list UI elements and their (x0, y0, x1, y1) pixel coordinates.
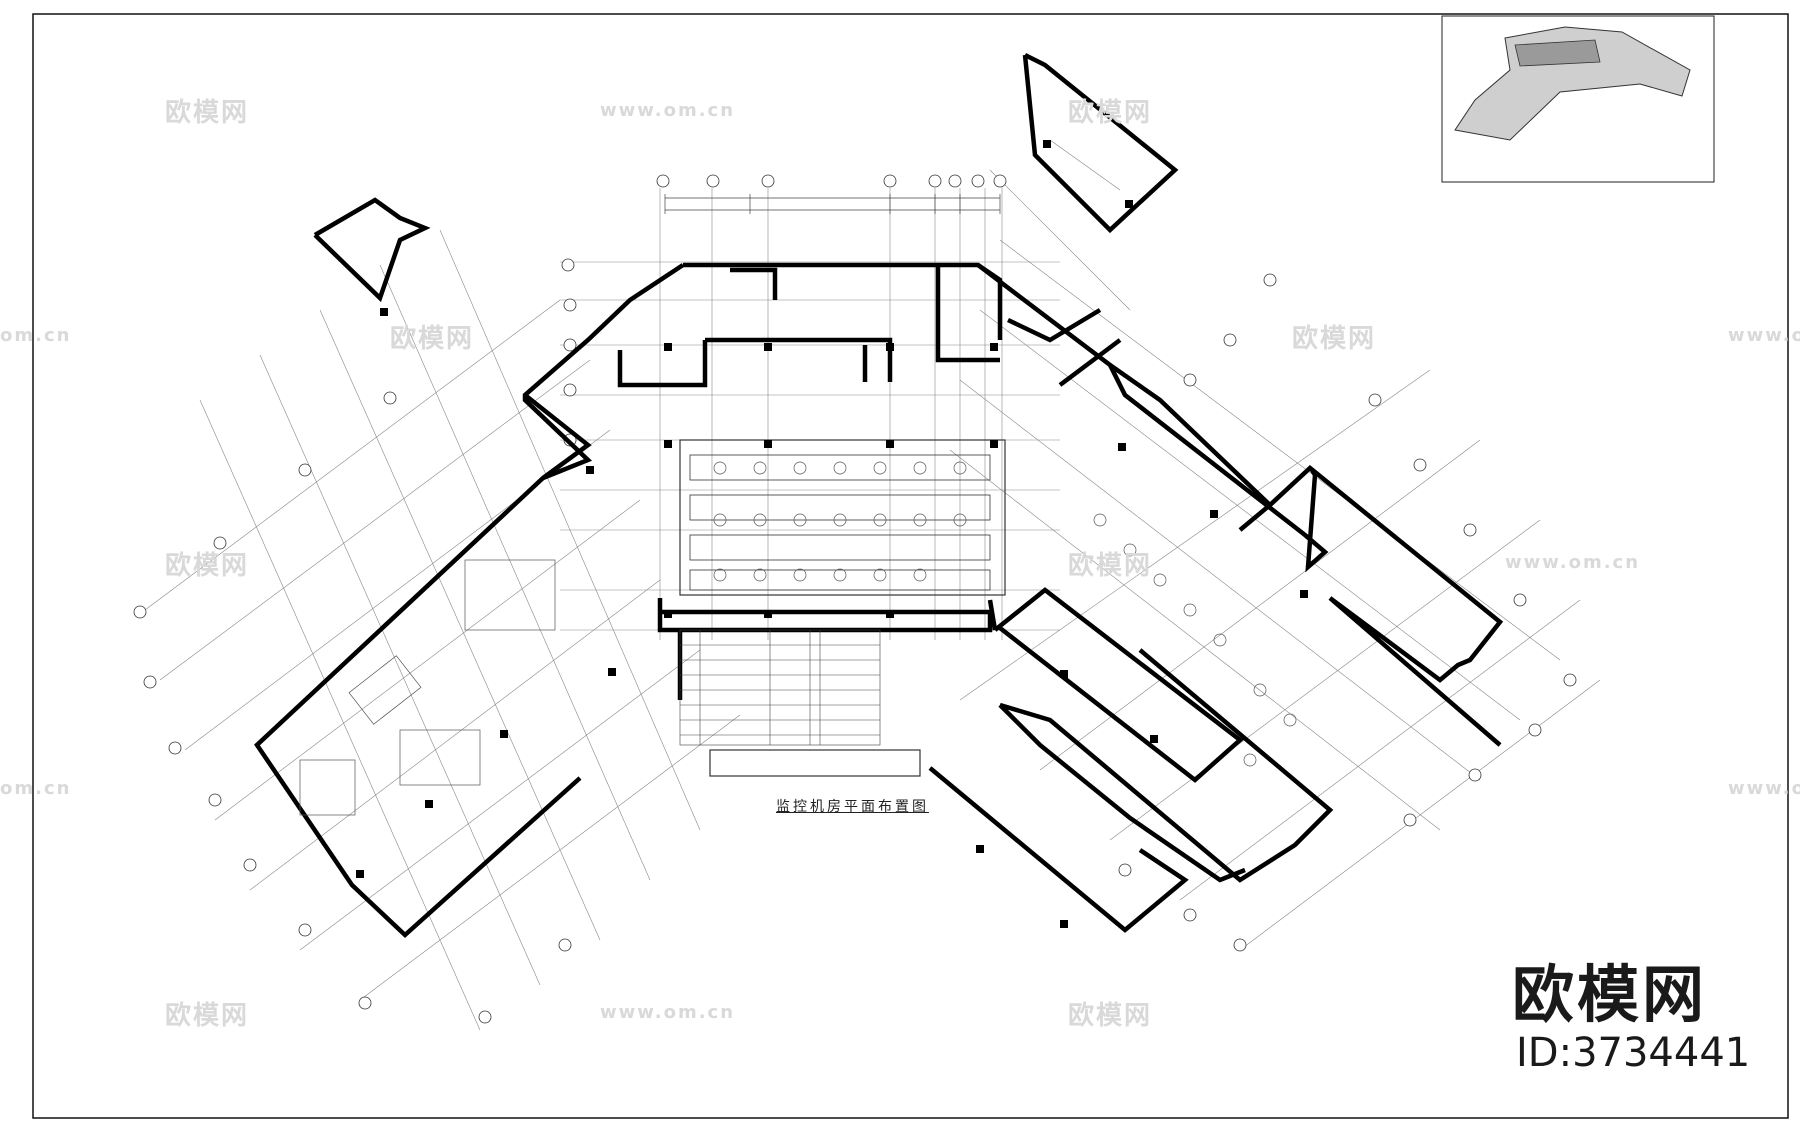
watermark-url: www.om.cn (1505, 552, 1641, 573)
watermark-logo: 欧模网 (390, 324, 475, 354)
watermark-logo: 欧模网 (165, 1001, 250, 1031)
watermark-logo: 欧模网 (1068, 551, 1153, 581)
watermark-url: www.om.cn (600, 100, 736, 121)
watermark-logo: 欧模网 (1292, 324, 1377, 354)
building-walls (254, 52, 1504, 939)
column-markers (356, 140, 1308, 928)
sheet-border (32, 13, 1789, 1119)
watermark-url: www.om.cn (600, 1002, 736, 1023)
axis-bubbles (133, 174, 1577, 1024)
watermark-logo: 欧模网 (1068, 1001, 1153, 1031)
watermark-logo: 欧模网 (1068, 98, 1153, 128)
grid-lines (144, 139, 1601, 1031)
drawing-caption: 监控机房平面布置图 (776, 798, 929, 814)
watermark-logo: 欧模网 (165, 551, 250, 581)
brand-id-label: ID:3734441 (1516, 1030, 1751, 1076)
equipment-symbols (713, 461, 1297, 767)
watermark-url: om.cn (0, 325, 72, 346)
office-furniture (299, 559, 556, 816)
watermark-url: om.cn (0, 778, 72, 799)
top-dimension-line (664, 194, 1001, 214)
watermark-logo: 欧模网 (165, 98, 250, 128)
equipment-room (679, 439, 1006, 777)
brand-logo-text: 欧模网 (1512, 958, 1708, 1031)
watermark-url: www.om.cn (1728, 778, 1800, 799)
key-plan (1441, 15, 1715, 183)
equipment-schedule-table (679, 629, 881, 746)
watermark-url: www.om.cn (1728, 325, 1800, 346)
